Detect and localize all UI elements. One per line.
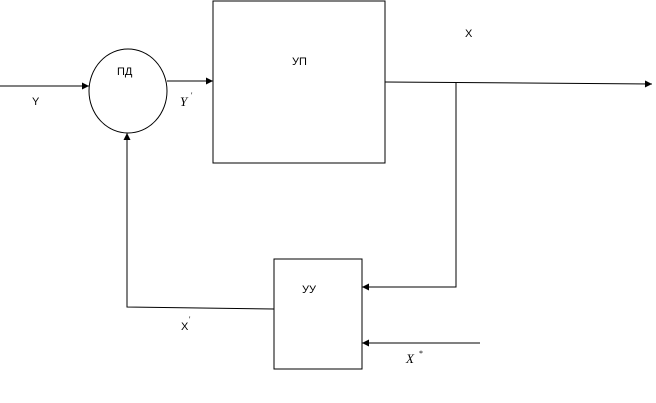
comparator-output-prime: ': [191, 91, 193, 100]
comparator-output-label: Y: [180, 94, 189, 109]
feedback-signal-prime: ': [189, 315, 191, 324]
setpoint-signal-label: X: [405, 351, 415, 366]
feedback-return-line: [123, 133, 275, 310]
setpoint-signal-star: *: [419, 349, 423, 358]
input-signal-label: Y: [32, 96, 40, 108]
feedback-signal-label: X: [181, 321, 189, 333]
output-arrow: [384, 80, 653, 88]
output-signal-label: X: [465, 28, 473, 40]
amplifier-block: [212, 0, 386, 164]
comparator-label: ПД: [117, 66, 133, 78]
control-unit-block: [273, 258, 363, 370]
feedback-branch-line: [362, 83, 457, 291]
comparator-circle: [88, 48, 168, 134]
amplifier-label: УП: [292, 56, 307, 68]
control-unit-label: УУ: [302, 284, 317, 296]
